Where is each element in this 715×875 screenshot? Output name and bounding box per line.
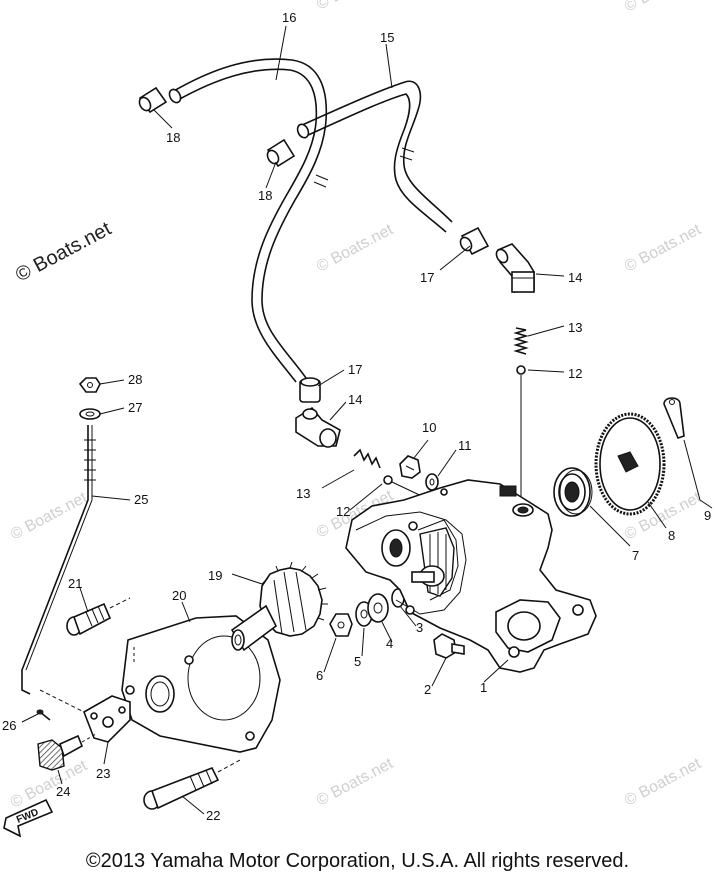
part-label-14b: 14 (348, 392, 362, 407)
pin-9 (663, 397, 701, 501)
part-label-8: 8 (668, 528, 675, 543)
part-label-17a: 17 (420, 270, 434, 285)
watermark: © Boats.net (314, 0, 396, 14)
watermark: © Boats.net (622, 0, 704, 16)
part-label-18a: 18 (166, 130, 180, 145)
part-label-26: 26 (2, 718, 16, 733)
part-label-13a: 13 (568, 320, 582, 335)
part-label-14a: 14 (568, 270, 582, 285)
part-label-27: 27 (128, 400, 142, 415)
part-label-7: 7 (632, 548, 639, 563)
gear-19 (230, 561, 328, 652)
part-label-17b: 17 (348, 362, 362, 377)
part-label-23: 23 (96, 766, 110, 781)
pump-body-1 (345, 479, 597, 673)
hose-15 (296, 80, 453, 233)
part-label-19: 19 (208, 568, 222, 583)
check-ball-12a (516, 365, 526, 375)
copyright-notice: ©2013 Yamaha Motor Corporation, U.S.A. A… (85, 850, 630, 872)
part-label-9: 9 (704, 508, 711, 523)
part-label-10: 10 (422, 420, 436, 435)
washer-11 (425, 473, 439, 491)
washer-27 (79, 408, 101, 420)
watermark: © Boats.net (622, 221, 704, 276)
part-label-24: 24 (56, 784, 70, 799)
part-label-22: 22 (206, 808, 220, 823)
part-label-2: 2 (424, 682, 431, 697)
leader-lines (21, 25, 713, 815)
part-label-28: 28 (128, 372, 142, 387)
fwd-arrow: FWD (3, 798, 54, 838)
part-label-1: 1 (480, 680, 487, 695)
part-label-20: 20 (172, 588, 186, 603)
plate-23 (39, 689, 131, 743)
hose-clip-17b (299, 377, 321, 403)
hose-clip-17a (459, 226, 490, 256)
bolt-10 (399, 455, 421, 479)
bolt-2 (433, 633, 465, 659)
part-label-3: 3 (416, 620, 423, 635)
nut-6 (329, 613, 353, 637)
washer-4 (367, 593, 389, 623)
part-label-6: 6 (316, 668, 323, 683)
part-label-12a: 12 (568, 366, 582, 381)
cotter-pin-26 (36, 709, 51, 721)
banjo-elbow-14b (295, 406, 341, 448)
part-label-16: 16 (282, 10, 296, 25)
spring-13a (513, 327, 529, 355)
hose-clip-18a (138, 86, 168, 114)
part-label-12b: 12 (336, 504, 350, 519)
watermark: © Boats.net (622, 755, 704, 810)
check-ball-12b (383, 475, 393, 485)
bolt-22 (143, 759, 241, 810)
part-labels: 16 15 18 18 17 14 13 12 17 14 10 11 13 1… (2, 10, 711, 823)
spring-13b (353, 448, 381, 469)
part-label-15: 15 (380, 30, 394, 45)
hose-16 (168, 58, 329, 383)
part-label-11: 11 (458, 438, 472, 453)
watermark: © Boats.net (314, 221, 396, 276)
control-rod-25 (21, 425, 96, 695)
watermark-main: © Boats.net (12, 218, 115, 287)
banjo-elbow-14a (495, 243, 535, 293)
part-label-18b: 18 (258, 188, 272, 203)
part-label-25: 25 (134, 492, 148, 507)
part-label-21: 21 (68, 576, 82, 591)
bolt-24 (37, 733, 97, 771)
bolt-21 (66, 597, 131, 636)
watermark: © Boats.net (314, 755, 396, 810)
part-label-13b: 13 (296, 486, 310, 501)
nut-28 (78, 377, 101, 393)
part-label-5: 5 (354, 654, 361, 669)
oil-pump-exploded-diagram: © Boats.net © Boats.net © Boats.net © Bo… (2, 0, 713, 838)
gear-8 (594, 412, 666, 516)
hose-clip-18b (266, 138, 296, 168)
part-label-4: 4 (386, 636, 393, 651)
bearing-7 (553, 467, 593, 517)
